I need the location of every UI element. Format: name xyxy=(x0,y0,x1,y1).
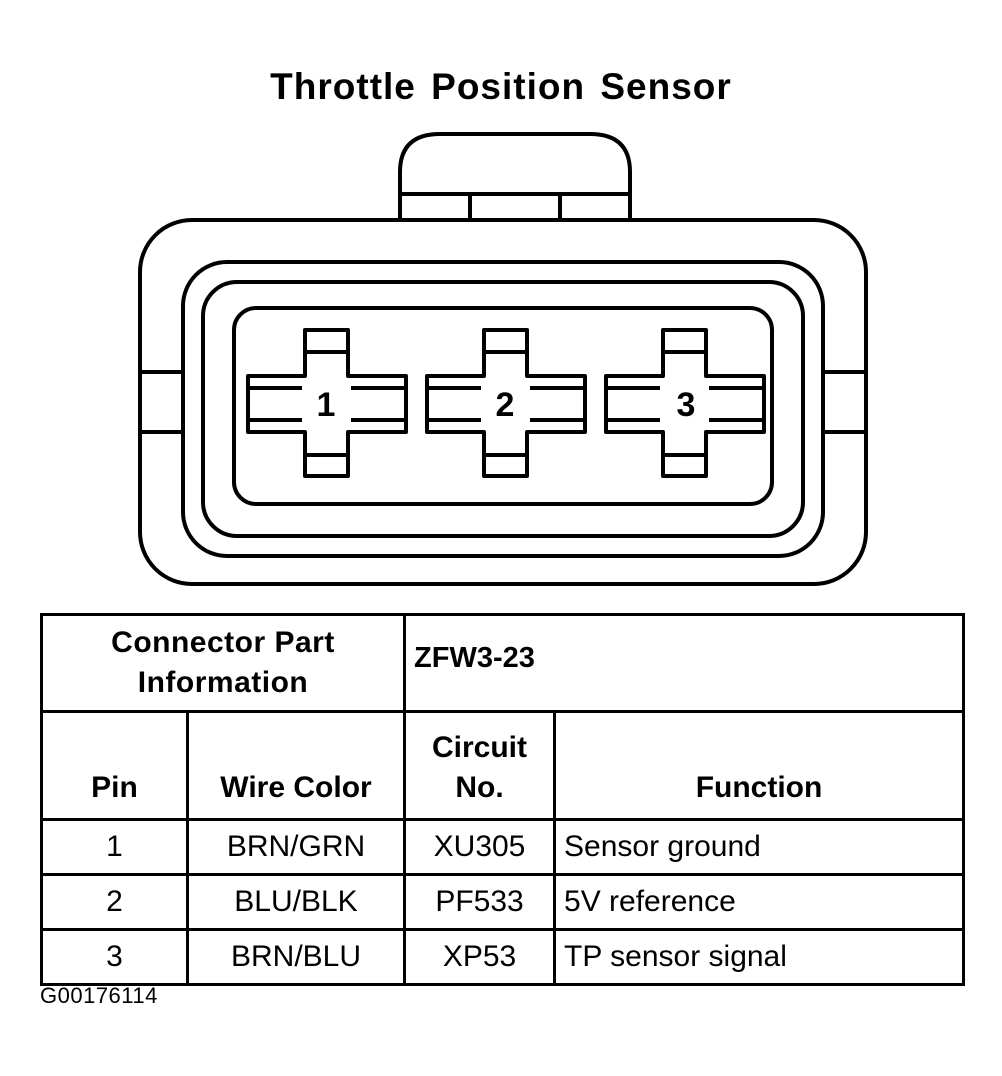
row-3-pin: 3 xyxy=(40,928,189,986)
connector-locking-tab xyxy=(398,132,632,220)
connector-inner-ring-2 xyxy=(201,280,805,538)
pin-2-label: 2 xyxy=(496,386,515,424)
pin-3-terminal xyxy=(604,328,766,478)
table-row: 1 BRN/GRN XU305 Sensor ground xyxy=(40,818,966,876)
part-info-value: ZFW3-23 xyxy=(403,613,966,713)
connector-inner-ring xyxy=(181,260,825,558)
pin-2-terminal xyxy=(425,328,587,478)
row-2-circuit: PF533 xyxy=(403,873,557,931)
pinout-table: Connector Part Information ZFW3-23 Pin W… xyxy=(39,613,966,986)
row-1-wire-color: BRN/GRN xyxy=(185,818,407,876)
diagram-title: Throttle Position Sensor xyxy=(270,66,732,107)
row-1-circuit: XU305 xyxy=(403,818,557,876)
connector-face-drawing: 1 2 3 xyxy=(138,132,868,586)
connector-pin-cavity xyxy=(232,306,774,506)
header-function: Function xyxy=(553,710,966,821)
pin-1-label: 1 xyxy=(317,386,336,424)
header-pin: Pin xyxy=(40,710,189,821)
header-circuit-no: Circuit No. xyxy=(403,710,557,821)
figure-id: G00176114 xyxy=(40,983,158,1008)
row-1-function: Sensor ground xyxy=(553,818,966,876)
pin-3-label: 3 xyxy=(677,386,696,424)
row-3-wire-color: BRN/BLU xyxy=(185,928,407,986)
row-3-function: TP sensor signal xyxy=(553,928,966,986)
row-2-wire-color: BLU/BLK xyxy=(185,873,407,931)
header-row: Pin Wire Color Circuit No. Function xyxy=(40,710,966,821)
table-row: 2 BLU/BLK PF533 5V reference xyxy=(40,873,966,931)
row-2-pin: 2 xyxy=(40,873,189,931)
part-info-row: Connector Part Information ZFW3-23 xyxy=(39,613,966,713)
row-1-pin: 1 xyxy=(40,818,189,876)
row-3-circuit: XP53 xyxy=(403,928,557,986)
header-wire-color: Wire Color xyxy=(185,710,407,821)
table-row: 3 BRN/BLU XP53 TP sensor signal xyxy=(40,928,966,986)
part-info-label: Connector Part Information xyxy=(39,613,407,713)
pin-1-terminal xyxy=(246,328,408,478)
row-2-function: 5V reference xyxy=(553,873,966,931)
